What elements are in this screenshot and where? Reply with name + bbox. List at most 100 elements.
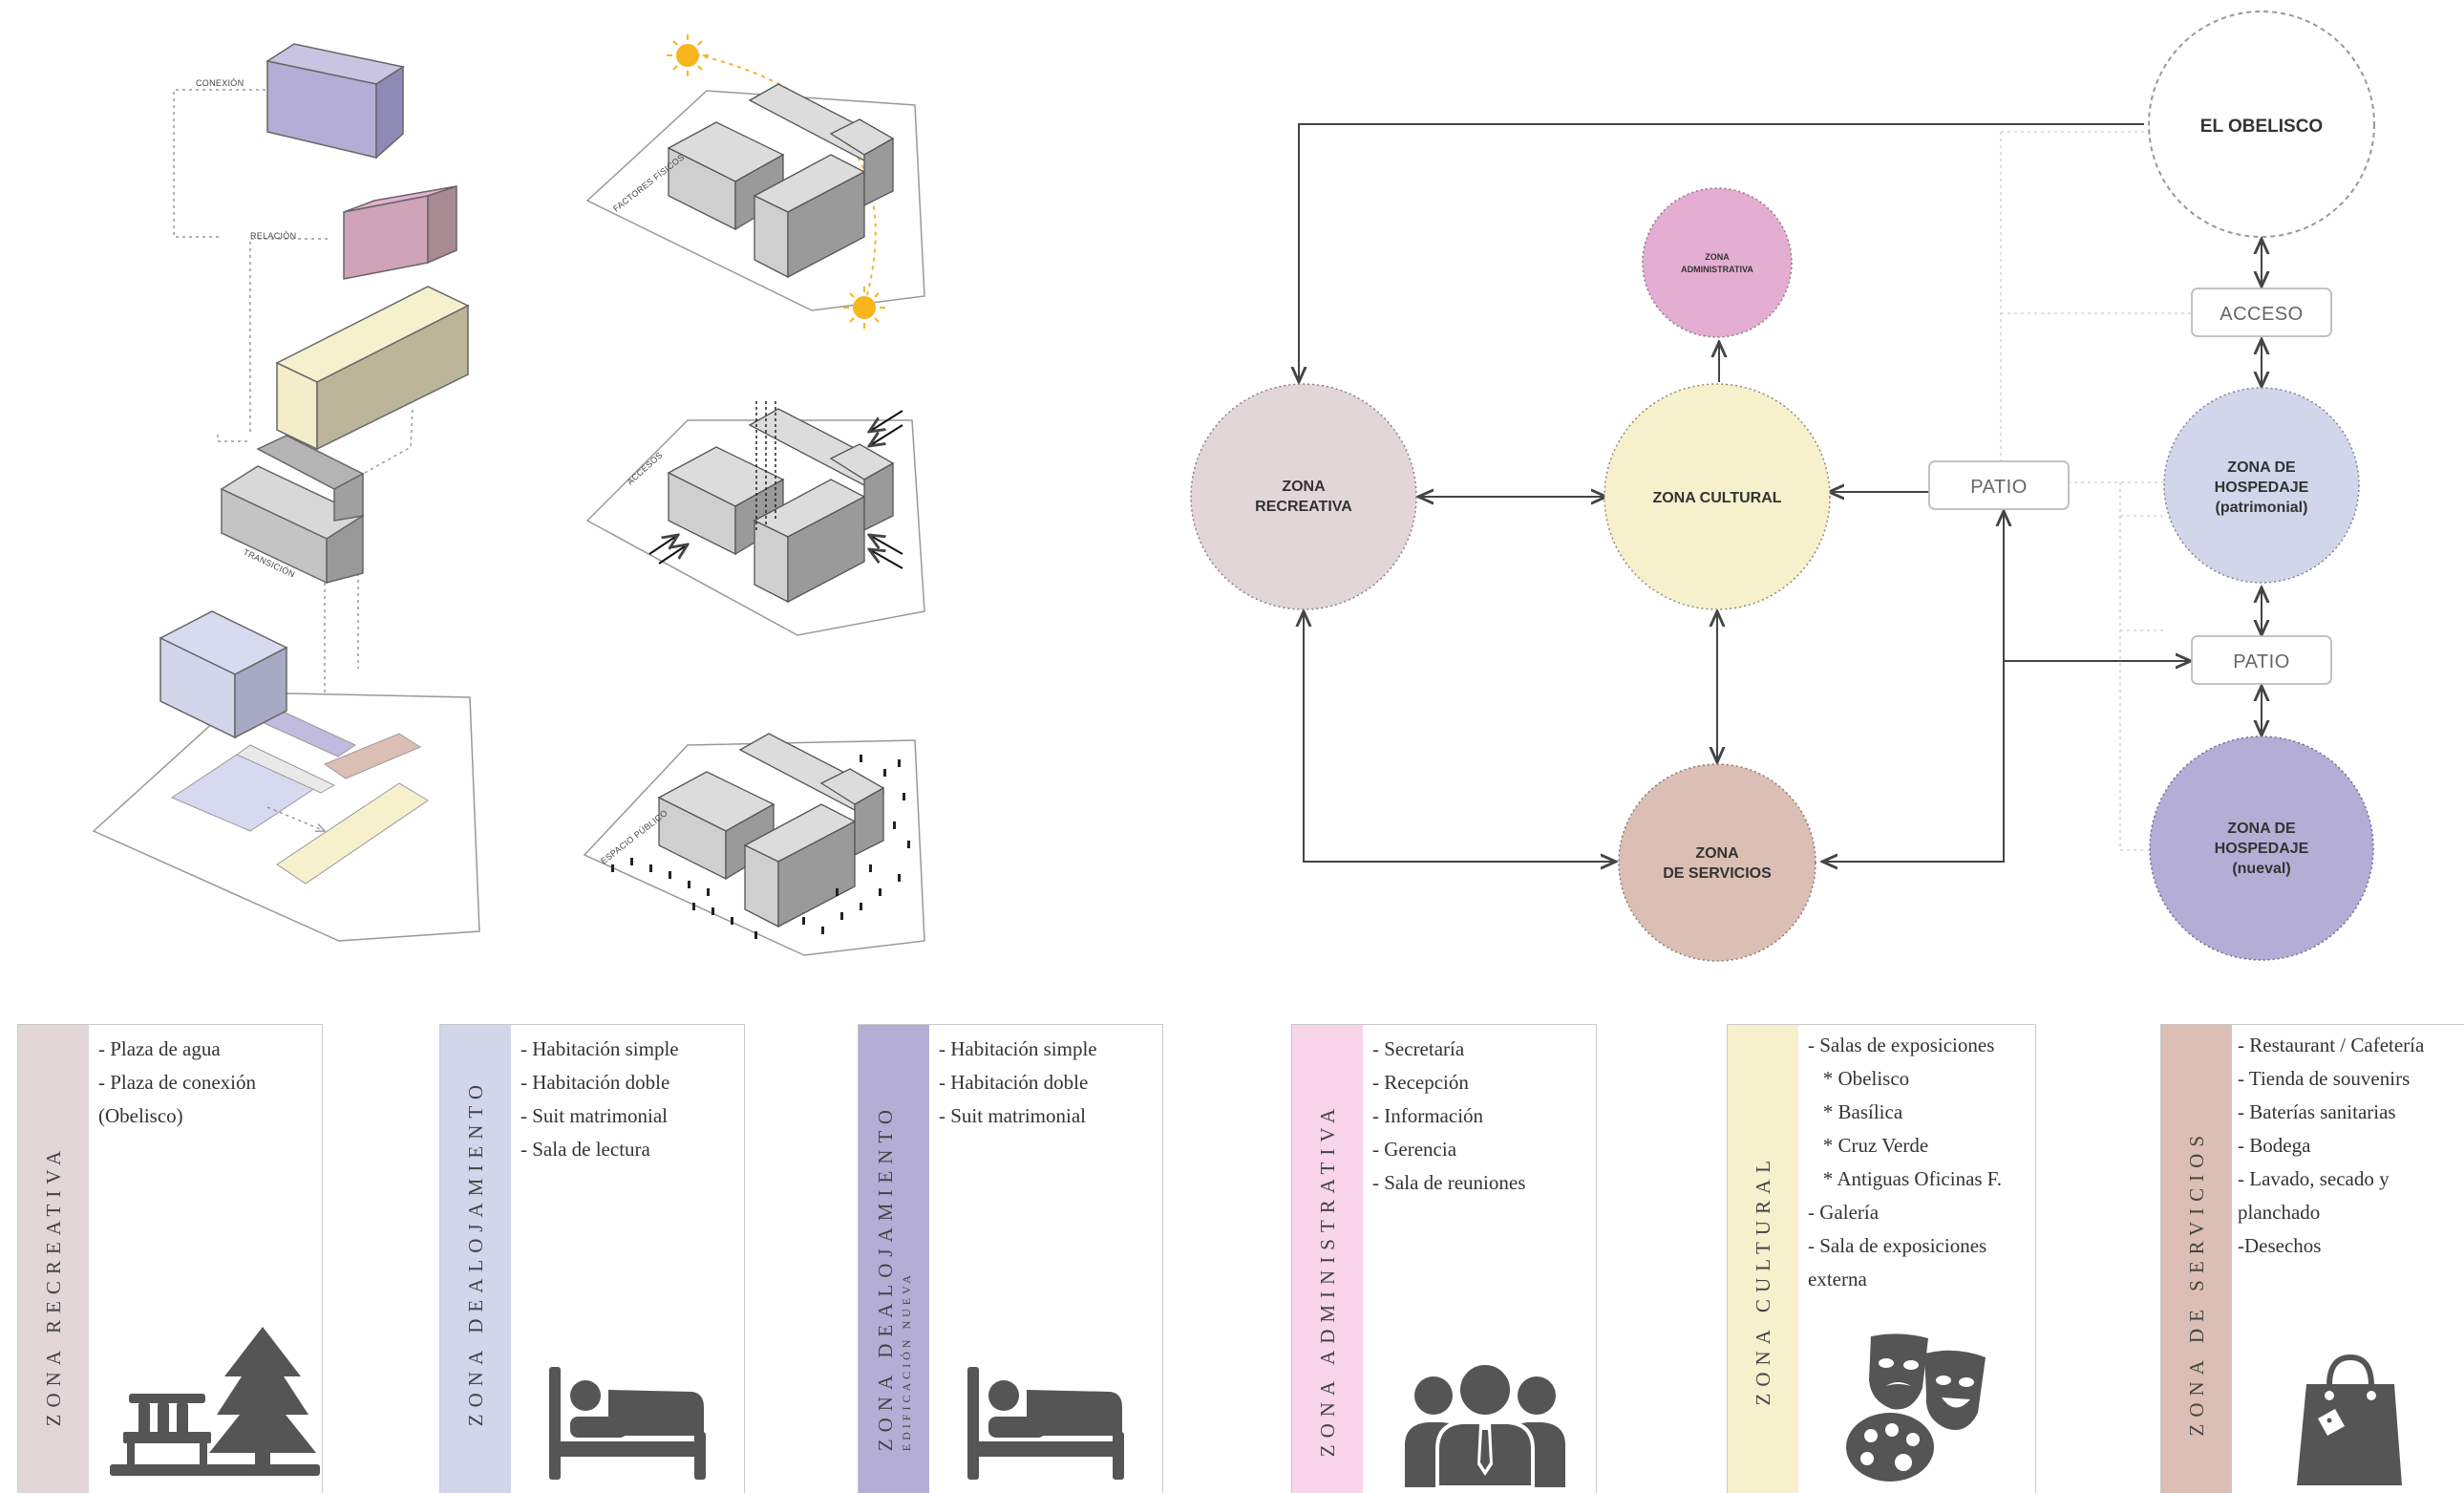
zone-card-alojamiento-nueva: ZONA DEALOJAMIENTO EDIFICACIÓN NUEVA - H… [858, 1024, 1163, 1493]
zone-title: ZONA DE SERVICIOS [2184, 1128, 2208, 1437]
building-massing-1 [667, 83, 895, 279]
svg-text:ZONA DE: ZONA DE [2227, 821, 2296, 837]
analysis-diagrams: FACTORES FÍSICOS ACCESOS [583, 34, 925, 956]
zone-items-list: - Plaza de agua - Plaza de conexión (Obe… [98, 1033, 256, 1133]
zone-card-recreativa: ZONA RECREATIVA - Plaza de agua - Plaza … [17, 1024, 323, 1493]
zone-item: - Información [1372, 1104, 1484, 1127]
zone-color-strip [18, 1025, 89, 1493]
zone-item: - Plaza de agua [98, 1037, 221, 1060]
building-massing-2 [667, 408, 895, 604]
box-patio-center: PATIO [1928, 460, 2070, 510]
box-acceso: ACCESO [2191, 288, 2332, 337]
zone-item: - Habitación doble [939, 1071, 1089, 1094]
building-massing-3 [657, 733, 885, 928]
svg-text:PATIO: PATIO [1970, 477, 2028, 498]
zone-item: - Tienda de souvenirs [2238, 1067, 2411, 1090]
svg-text:ZONA: ZONA [1705, 252, 1730, 262]
svg-text:HOSPEDAJE: HOSPEDAJE [2215, 841, 2309, 857]
svg-text:DE SERVICIOS: DE SERVICIOS [1663, 865, 1772, 882]
zone-title: ZONA DEALOJAMIENTO [874, 1102, 897, 1451]
zone-item: - Restaurant / Cafetería [2238, 1034, 2425, 1056]
zone-item: planchado [2238, 1201, 2321, 1224]
bed-icon [967, 1367, 1124, 1480]
node-zona-cultural: ZONA CULTURAL [1604, 383, 1831, 610]
zone-item: - Galería [1808, 1201, 1880, 1224]
svg-text:(patrimonial): (patrimonial) [2216, 500, 2308, 516]
zone-item: - Suit matrimonial [939, 1104, 1086, 1127]
zone-title: ZONA RECREATIVA [41, 1143, 65, 1426]
zone-item: (Obelisco) [98, 1104, 183, 1127]
zone-item: - Sala de lectura [520, 1138, 650, 1161]
zone-item: - Lavado, secado y [2238, 1167, 2390, 1190]
zone-color-strip [2161, 1025, 2232, 1493]
zone-card-servicios: ZONA DE SERVICIOS - Restaurant / Cafeter… [2160, 1024, 2464, 1493]
svg-text:HOSPEDAJE: HOSPEDAJE [2215, 480, 2309, 496]
zone-item: * Cruz Verde [1808, 1134, 1929, 1157]
node-hospedaje-patrimonial: ZONA DE HOSPEDAJE (patrimonial) [2163, 387, 2360, 584]
zone-card-alojamiento: ZONA DEALOJAMIENTO - Habitación simple -… [439, 1024, 745, 1493]
people-icon [1405, 1361, 1565, 1487]
zone-item: - Baterías sanitarias [2238, 1100, 2396, 1123]
svg-text:PATIO: PATIO [2233, 651, 2290, 672]
access-arrows [648, 410, 903, 569]
zone-flow-diagram: EL OBELISCO ZONA ADMINISTRATIVA ZONA REC… [1190, 11, 2375, 962]
zone-item: -Desechos [2238, 1234, 2322, 1257]
axo-label-conexion: CONEXIÓN [196, 78, 244, 88]
zone-item: - Gerencia [1372, 1138, 1457, 1161]
zone-item: - Habitación doble [520, 1071, 670, 1094]
shopping-bag-icon [2297, 1354, 2402, 1485]
zone-color-strip [1292, 1025, 1363, 1493]
zone-title: ZONA ADMINISTRATIVA [1315, 1101, 1339, 1457]
zone-item: - Habitación simple [520, 1037, 679, 1060]
zone-item: - Habitación simple [939, 1037, 1097, 1060]
zone-item: - Sala de exposiciones [1808, 1234, 1987, 1257]
zone-item: - Secretaría [1372, 1037, 1465, 1060]
node-zona-administrativa: ZONA ADMINISTRATIVA [1642, 187, 1793, 338]
node-zona-servicios: ZONA DE SERVICIOS [1618, 763, 1816, 962]
axonometric-diagram: CONEXIÓN RELACIÓN TRANSICIÓN [92, 43, 480, 942]
zone-item: - Sala de reuniones [1372, 1171, 1526, 1194]
svg-text:(nueval): (nueval) [2232, 861, 2290, 877]
sun-icon [667, 34, 709, 76]
svg-text:ZONA: ZONA [1695, 845, 1739, 862]
bed-icon [549, 1367, 706, 1480]
zone-item: - Bodega [2238, 1134, 2311, 1157]
zone-item: - Suit matrimonial [520, 1104, 668, 1127]
zone-item: * Obelisco [1808, 1067, 1910, 1090]
node-el-obelisco: EL OBELISCO [2148, 11, 2375, 238]
svg-text:ZONA CULTURAL: ZONA CULTURAL [1652, 490, 1781, 506]
zone-item: - Salas de exposiciones [1808, 1034, 1995, 1056]
zone-item: - Recepción [1372, 1071, 1469, 1094]
bench-tree-icon [110, 1327, 320, 1476]
svg-text:ZONA: ZONA [1282, 479, 1326, 495]
zone-item: externa [1808, 1268, 1867, 1290]
axo-label-relacion: RELACIÓN [250, 231, 296, 241]
zone-item: * Antiguas Oficinas F. [1808, 1167, 2003, 1190]
zone-item: - Plaza de conexión [98, 1071, 257, 1094]
svg-text:ADMINISTRATIVA: ADMINISTRATIVA [1681, 265, 1753, 274]
svg-text:ACCESO: ACCESO [2220, 304, 2303, 325]
node-zona-recreativa: ZONA RECREATIVA [1190, 383, 1417, 610]
zone-items-list: - Restaurant / Cafetería - Tienda de sou… [2238, 1029, 2424, 1263]
zone-title: ZONA DEALOJAMIENTO [463, 1077, 487, 1426]
zone-item: * Basílica [1808, 1100, 1903, 1123]
zone-items-list: - Secretaría - Recepción - Información -… [1372, 1033, 1525, 1200]
zone-items-list: - Salas de exposiciones * Obelisco * Bas… [1808, 1029, 2002, 1296]
theater-palette-icon [1846, 1333, 1986, 1482]
box-patio-right: PATIO [2191, 635, 2332, 685]
svg-text:ZONA DE: ZONA DE [2227, 459, 2296, 476]
zone-title: ZONA CULTURAL [1751, 1153, 1774, 1405]
svg-text:EL OBELISCO: EL OBELISCO [2200, 117, 2323, 137]
zone-color-strip [1728, 1025, 1798, 1493]
zone-subtitle: EDIFICACIÓN NUEVA [900, 1270, 913, 1451]
zone-items-list: - Habitación simple - Habitación doble -… [939, 1033, 1097, 1133]
svg-text:RECREATIVA: RECREATIVA [1255, 499, 1352, 515]
zone-card-administrativa: ZONA ADMINISTRATIVA - Secretaría - Recep… [1291, 1024, 1597, 1493]
zone-color-strip [440, 1025, 511, 1493]
node-hospedaje-nuevo: ZONA DE HOSPEDAJE (nueval) [2149, 736, 2374, 961]
zone-items-list: - Habitación simple - Habitación doble -… [520, 1033, 679, 1166]
zone-color-strip [859, 1025, 929, 1493]
pedestrian-dots [611, 755, 910, 939]
zone-card-cultural: ZONA CULTURAL - Salas de exposiciones * … [1727, 1024, 2036, 1493]
